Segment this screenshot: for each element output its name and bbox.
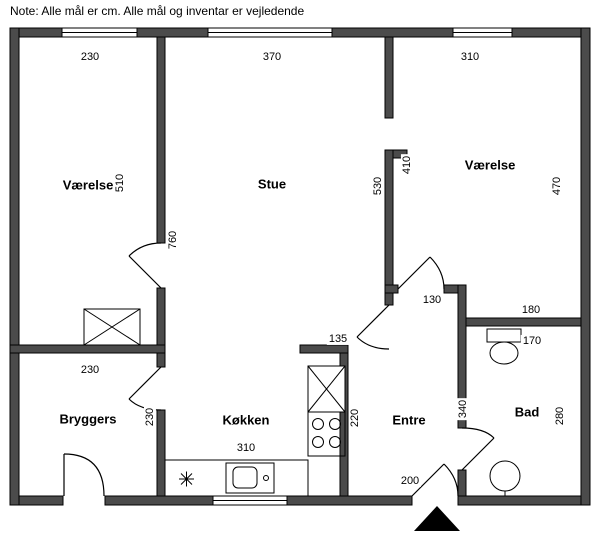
dim-stue-width: 370 [260, 50, 284, 64]
kitchen-sink-icon [225, 462, 275, 494]
drain-icon [179, 471, 194, 487]
room-label-vaerelse-left: Værelse [62, 177, 114, 193]
dim-hall-passage-width: 130 [420, 293, 444, 307]
room-label-vaerelse-right: Værelse [464, 157, 516, 173]
toilet-icon [486, 328, 522, 365]
door-icon [63, 242, 495, 497]
dim-vaerelse-right-width: 310 [458, 50, 482, 64]
room-label-bad: Bad [514, 404, 540, 420]
note-text: Note: Alle mål er cm. Alle mål og invent… [10, 4, 305, 18]
dim-interior-depth: 760 [166, 228, 180, 252]
dim-toilet-nook: 170 [520, 334, 544, 348]
window-icon [61, 27, 513, 506]
dim-vaerelse-right-depth: 470 [550, 174, 564, 198]
room-label-stue: Stue [257, 176, 287, 192]
window-midlines [62, 32, 512, 501]
dim-koekken-east: 220 [348, 406, 362, 430]
kitchen-tall-cabinet-icon [307, 365, 346, 413]
wardrobe-icon [83, 308, 141, 346]
dim-entre-depth: 340 [456, 397, 470, 421]
room-label-koekken: Køkken [222, 412, 270, 428]
dim-vaerelse-left-width: 230 [78, 50, 102, 64]
dim-vaerelse-right-inner: 410 [400, 153, 414, 177]
interior-walls [9, 36, 582, 497]
room-label-entre: Entre [392, 412, 426, 428]
room-label-bryggers: Bryggers [59, 411, 117, 427]
dim-bad-width: 180 [519, 303, 543, 317]
dim-kitchen-stub: 135 [326, 332, 350, 346]
dim-stue-east-wall: 530 [371, 174, 385, 198]
wash-basin-icon [489, 460, 521, 496]
dim-bad-depth: 280 [553, 404, 567, 428]
entrance-arrow-icon [414, 506, 460, 531]
outer-walls [9, 27, 591, 506]
kitchen-counter [164, 459, 309, 497]
dim-bryggers-depth: 230 [143, 405, 157, 429]
dim-front-door: 200 [398, 474, 422, 488]
dim-vaerelse-left-depth: 510 [113, 171, 127, 195]
stove-icon [307, 411, 346, 457]
dim-koekken-width: 310 [234, 441, 258, 455]
dim-bryggers-width: 230 [78, 363, 102, 377]
